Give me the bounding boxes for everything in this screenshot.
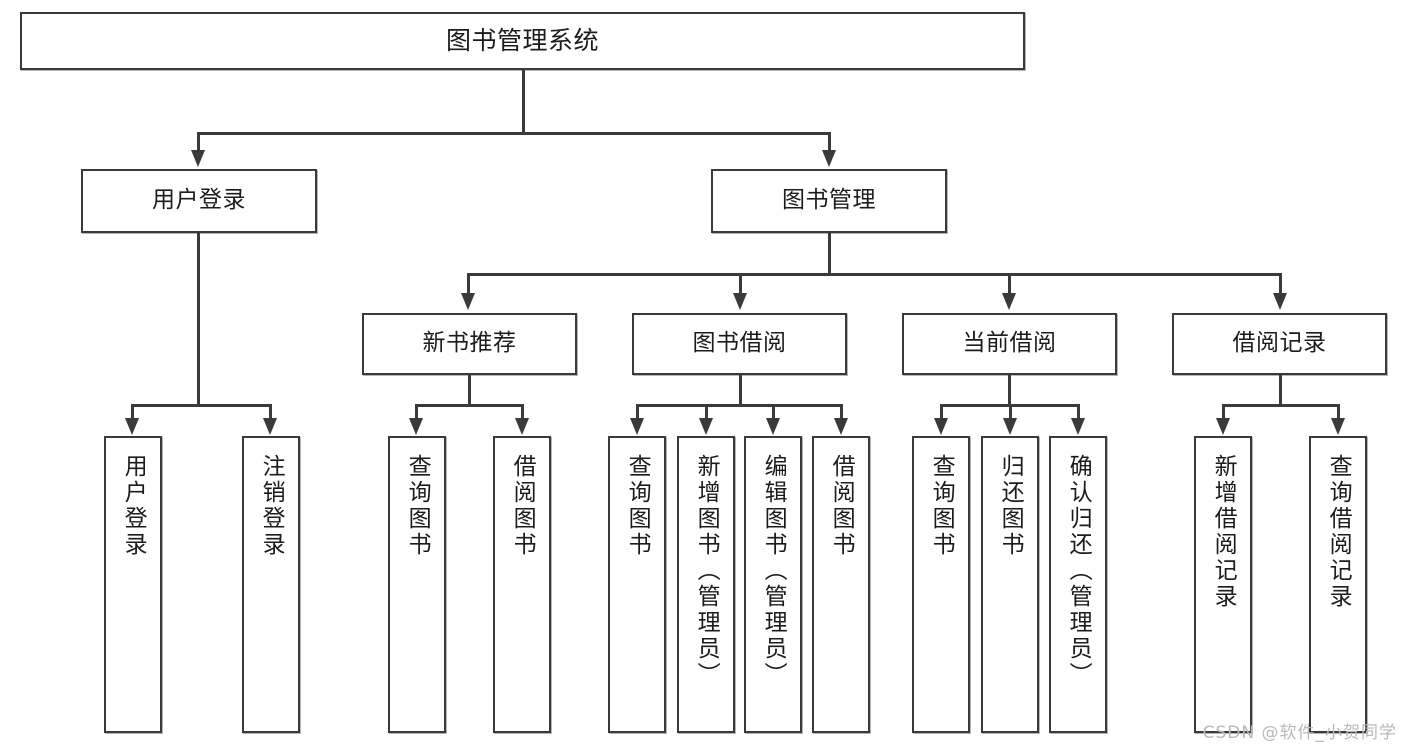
node-leaf-borrow-add-book[interactable]: 新增图书（管理员） [677, 436, 735, 733]
node-leaf-cur-confirm-return[interactable]: 确认归还（管理员） [1049, 436, 1107, 733]
connector-current-borrow-trunk [1008, 375, 1011, 405]
connector-to-user-login [197, 132, 200, 152]
node-label: 用户登录 [120, 454, 147, 558]
connector-root-bus [197, 132, 829, 135]
connector-new-book-bus [415, 404, 523, 407]
connector-book-borrow-drop-1 [636, 404, 639, 419]
connector-new-book-drop-1 [415, 404, 418, 419]
arrowhead-leaf-rec-borrow [515, 418, 529, 435]
connector-book-manage-trunk [828, 233, 831, 274]
node-label: 新书推荐 [422, 330, 517, 357]
node-label: 借阅图书 [828, 454, 855, 558]
connector-user-login-trunk [197, 233, 200, 405]
arrowhead-leaf-cur-return [1003, 418, 1017, 435]
node-label: 查询图书 [404, 454, 431, 558]
arrowhead-leaf-rec-add [1216, 418, 1230, 435]
connector-book-borrow-trunk [739, 375, 742, 405]
connector-book-manage-bus [467, 273, 1282, 276]
node-leaf-record-search[interactable]: 查询借阅记录 [1309, 436, 1367, 733]
connector-book-borrow-drop-4 [840, 404, 843, 419]
connector-current-borrow-drop-1 [940, 404, 943, 419]
node-root-book-management-system[interactable]: 图书管理系统 [20, 12, 1025, 70]
arrowhead-leaf-user-logout [263, 418, 277, 435]
connector-user-login-drop-2 [269, 404, 272, 419]
node-label: 查询图书 [928, 454, 955, 558]
node-label: 借阅图书 [509, 454, 536, 558]
arrowhead-book-borrow [733, 293, 747, 310]
connector-book-borrow-drop-3 [772, 404, 775, 419]
node-leaf-rec-query-book[interactable]: 查询图书 [388, 436, 446, 733]
arrowhead-leaf-borrow-edit [766, 418, 780, 435]
arrowhead-leaf-borrow-lend [834, 418, 848, 435]
connector-new-book-drop-2 [521, 404, 524, 419]
node-label: 查询借阅记录 [1325, 454, 1352, 610]
connector-root-trunk [522, 70, 525, 133]
connector-current-borrow-drop-3 [1077, 404, 1080, 419]
arrowhead-leaf-cur-query [934, 418, 948, 435]
connector-book-borrow-drop-2 [705, 404, 708, 419]
connector-new-book-trunk [468, 375, 471, 405]
connector-to-book-manage [828, 132, 831, 152]
node-label: 查询图书 [624, 454, 651, 558]
arrowhead-leaf-cur-confirm [1071, 418, 1085, 435]
node-leaf-cur-query-book[interactable]: 查询图书 [912, 436, 970, 733]
node-label: 当前借阅 [962, 330, 1057, 357]
node-new-book-recommend[interactable]: 新书推荐 [362, 313, 577, 375]
node-leaf-cur-return-book[interactable]: 归还图书 [981, 436, 1039, 733]
arrowhead-leaf-rec-query [409, 418, 423, 435]
node-leaf-rec-borrow-book[interactable]: 借阅图书 [493, 436, 551, 733]
connector-book-borrow-bus [636, 404, 842, 407]
connector-user-login-drop-1 [131, 404, 134, 419]
node-label: 确认归还（管理员） [1065, 454, 1092, 688]
node-book-management[interactable]: 图书管理 [711, 169, 947, 233]
node-leaf-record-add[interactable]: 新增借阅记录 [1194, 436, 1252, 733]
node-borrow-record[interactable]: 借阅记录 [1172, 313, 1387, 375]
node-label: 图书管理 [782, 187, 876, 214]
arrowhead-current-borrow [1002, 293, 1016, 310]
connector-book-manage-drop-1 [467, 273, 470, 294]
node-current-borrow[interactable]: 当前借阅 [902, 313, 1117, 375]
node-leaf-borrow-edit-book[interactable]: 编辑图书（管理员） [744, 436, 802, 733]
node-leaf-borrow-query-book[interactable]: 查询图书 [608, 436, 666, 733]
node-label: 编辑图书（管理员） [760, 454, 787, 688]
arrowhead-book-manage [822, 150, 836, 167]
connector-book-manage-drop-4 [1279, 273, 1282, 294]
arrowhead-leaf-borrow-query [630, 418, 644, 435]
connector-borrow-record-drop-1 [1222, 404, 1225, 419]
node-label: 用户登录 [152, 187, 246, 214]
node-label: 图书借阅 [692, 330, 787, 357]
node-label: 新增图书（管理员） [693, 454, 720, 688]
arrowhead-leaf-user-login [125, 418, 139, 435]
node-book-borrow[interactable]: 图书借阅 [632, 313, 847, 375]
node-label: 注销登录 [258, 454, 285, 558]
connector-book-manage-drop-2 [739, 273, 742, 294]
arrowhead-new-book-rec [461, 293, 475, 310]
node-leaf-borrow-lend-book[interactable]: 借阅图书 [812, 436, 870, 733]
connector-current-borrow-drop-2 [1009, 404, 1012, 419]
arrowhead-leaf-borrow-add [699, 418, 713, 435]
connector-borrow-record-drop-2 [1337, 404, 1340, 419]
node-user-login[interactable]: 用户登录 [81, 169, 317, 233]
arrowhead-user-login [191, 150, 205, 167]
node-label: 新增借阅记录 [1210, 454, 1237, 610]
connector-user-login-bus [131, 404, 271, 407]
arrowhead-borrow-record [1273, 293, 1287, 310]
connector-book-manage-drop-3 [1008, 273, 1011, 294]
node-label: 借阅记录 [1232, 330, 1327, 357]
connector-borrow-record-trunk [1279, 375, 1282, 405]
connector-borrow-record-bus [1222, 404, 1339, 407]
node-label: 归还图书 [997, 454, 1024, 558]
node-leaf-user-logout[interactable]: 注销登录 [242, 436, 300, 733]
arrowhead-leaf-rec-search [1331, 418, 1345, 435]
node-label: 图书管理系统 [445, 26, 599, 55]
node-leaf-user-login[interactable]: 用户登录 [104, 436, 162, 733]
